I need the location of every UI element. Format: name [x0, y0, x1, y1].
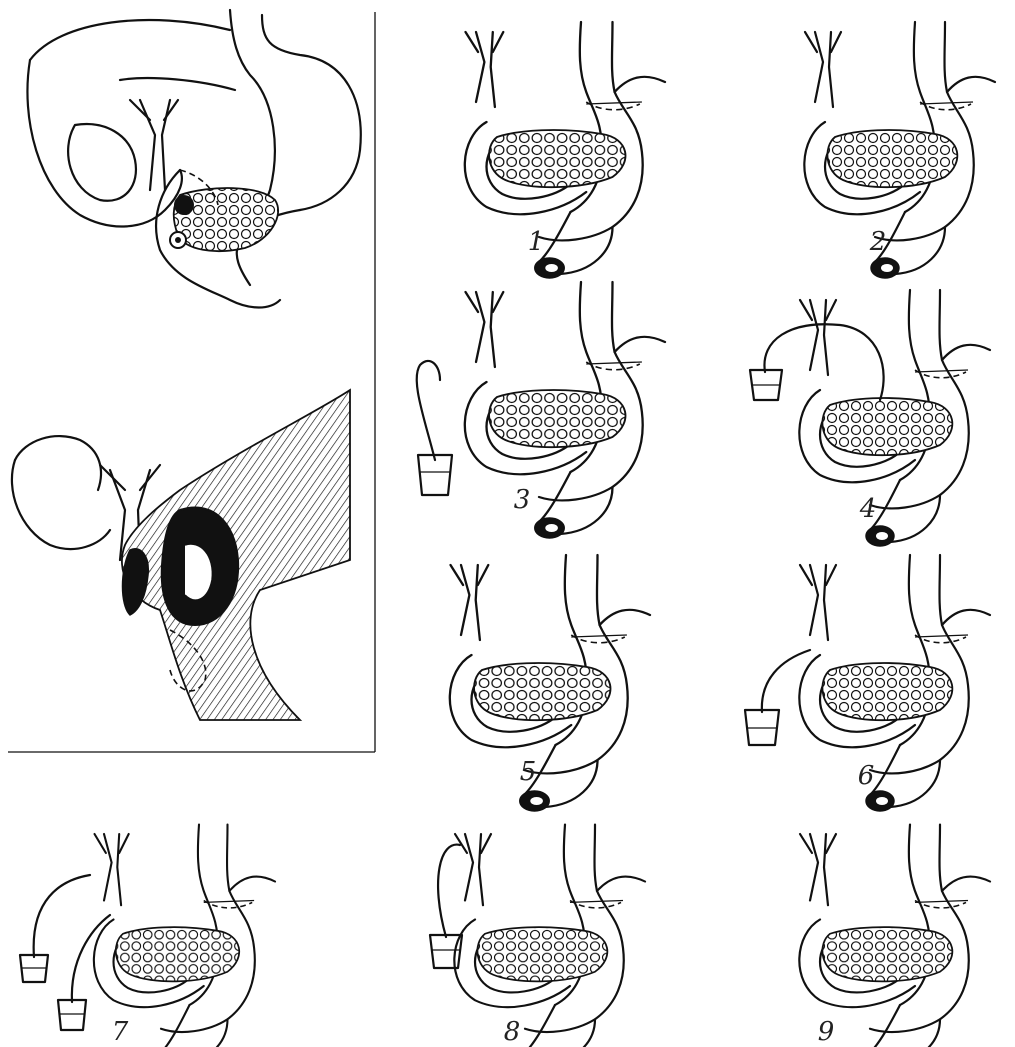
lesion-mark	[174, 195, 194, 215]
panel-label-5: 5	[520, 757, 537, 787]
scheme-panel-1	[465, 22, 665, 278]
scheme-panel-3	[465, 282, 665, 538]
scheme-panel-6	[799, 555, 990, 811]
panel-label-3: 3	[514, 485, 531, 515]
drainage-cup-7a	[20, 875, 90, 982]
scheme-panel-4	[799, 290, 990, 546]
scheme-panel-9	[799, 825, 990, 1047]
panel-label-7: 7	[112, 1017, 129, 1047]
panel-label-9: 9	[818, 1017, 835, 1047]
panel-label-6: 6	[858, 761, 875, 791]
scheme-panel-7	[94, 825, 275, 1047]
drainage-cup-8	[430, 845, 462, 968]
scheme-panel-2	[804, 22, 995, 278]
overview-illustration	[27, 10, 360, 308]
drainage-cup-3	[417, 361, 452, 495]
detail-illustration	[12, 390, 350, 720]
panel-label-2: 2	[869, 227, 887, 257]
panel-label-4: 4	[859, 494, 877, 524]
scheme-panel-5	[450, 555, 650, 811]
scheme-panel-8	[454, 825, 645, 1047]
panel-label-1: 1	[528, 227, 545, 257]
panel-label-8: 8	[504, 1017, 521, 1047]
